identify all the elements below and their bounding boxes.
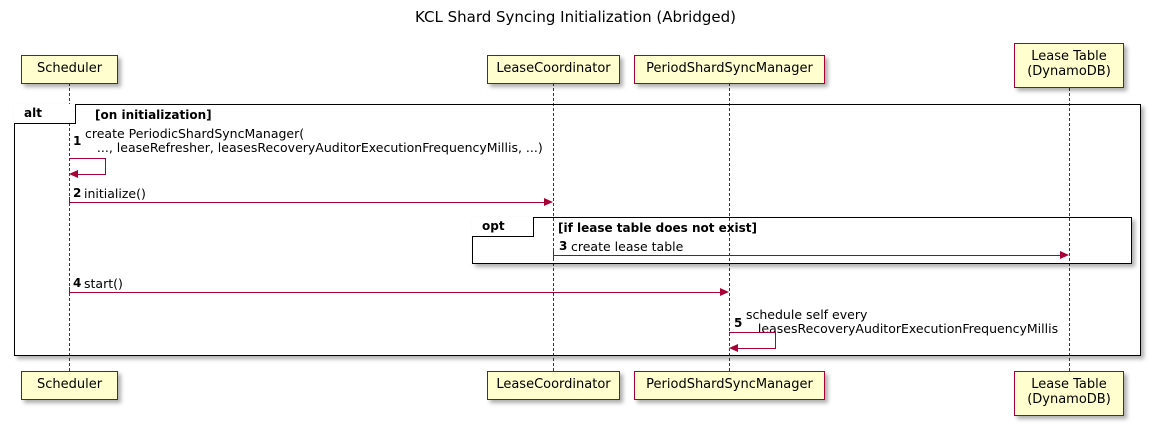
- message-1-arrowhead: [69, 170, 78, 178]
- lifeline-lease-coordinator: [553, 83, 554, 371]
- participant-lease-table-top[interactable]: Lease Table (DynamoDB): [1014, 43, 1124, 88]
- message-4-line: [69, 292, 720, 293]
- message-2-line: [69, 202, 544, 203]
- fragment-alt-condition: [on initialization]: [95, 108, 212, 122]
- message-2-label: initialize(): [84, 186, 146, 201]
- message-1-top-segment: [69, 158, 106, 159]
- fragment-alt: [14, 104, 1141, 356]
- participant-scheduler-bottom[interactable]: Scheduler: [21, 371, 118, 400]
- message-1-label: create PeriodicShardSyncManager( ..., le…: [85, 126, 543, 155]
- lifeline-lease-table: [1069, 88, 1070, 371]
- participant-lease-table-bottom[interactable]: Lease Table (DynamoDB): [1014, 371, 1124, 416]
- message-5-top-segment: [729, 332, 776, 333]
- participant-period-shard-sync-manager-top[interactable]: PeriodShardSyncManager: [634, 55, 825, 84]
- message-2-number: 2: [73, 186, 82, 200]
- fragment-alt-keyword: alt: [14, 104, 76, 124]
- fragment-opt-condition: [if lease table does not exist]: [558, 221, 758, 235]
- message-3-label: create lease table: [571, 239, 684, 254]
- message-3-origin-tick: [553, 250, 554, 259]
- message-1-right-segment: [105, 158, 106, 174]
- message-1-number: 1: [73, 134, 82, 148]
- message-1-return-segment: [78, 174, 106, 175]
- message-5-number: 5: [734, 316, 743, 330]
- message-5-right-segment: [775, 332, 776, 348]
- message-5-return-segment: [738, 348, 776, 349]
- message-4-arrowhead: [720, 288, 729, 296]
- lifeline-scheduler: [69, 83, 70, 371]
- participant-period-shard-sync-manager-bottom[interactable]: PeriodShardSyncManager: [634, 371, 825, 400]
- message-4-label: start(): [84, 276, 123, 291]
- participant-scheduler-top[interactable]: Scheduler: [21, 55, 118, 84]
- message-4-number: 4: [73, 276, 82, 290]
- message-3-number: 3: [559, 239, 568, 253]
- lifeline-period-shard-sync-manager: [729, 83, 730, 371]
- message-4-origin-tick: [69, 287, 70, 296]
- fragment-opt: [472, 217, 1132, 264]
- message-5-label: schedule self every leasesRecoveryAudito…: [746, 307, 1059, 336]
- message-5-arrowhead: [729, 344, 738, 352]
- participant-lease-coordinator-top[interactable]: LeaseCoordinator: [487, 55, 620, 84]
- participant-lease-coordinator-bottom[interactable]: LeaseCoordinator: [487, 371, 620, 400]
- page-title: KCL Shard Syncing Initialization (Abridg…: [415, 8, 736, 26]
- message-3-line: [553, 255, 1060, 256]
- message-2-arrowhead: [544, 198, 553, 206]
- message-3-arrowhead: [1060, 251, 1069, 259]
- message-2-origin-tick: [69, 197, 70, 206]
- fragment-opt-keyword: opt: [472, 217, 534, 237]
